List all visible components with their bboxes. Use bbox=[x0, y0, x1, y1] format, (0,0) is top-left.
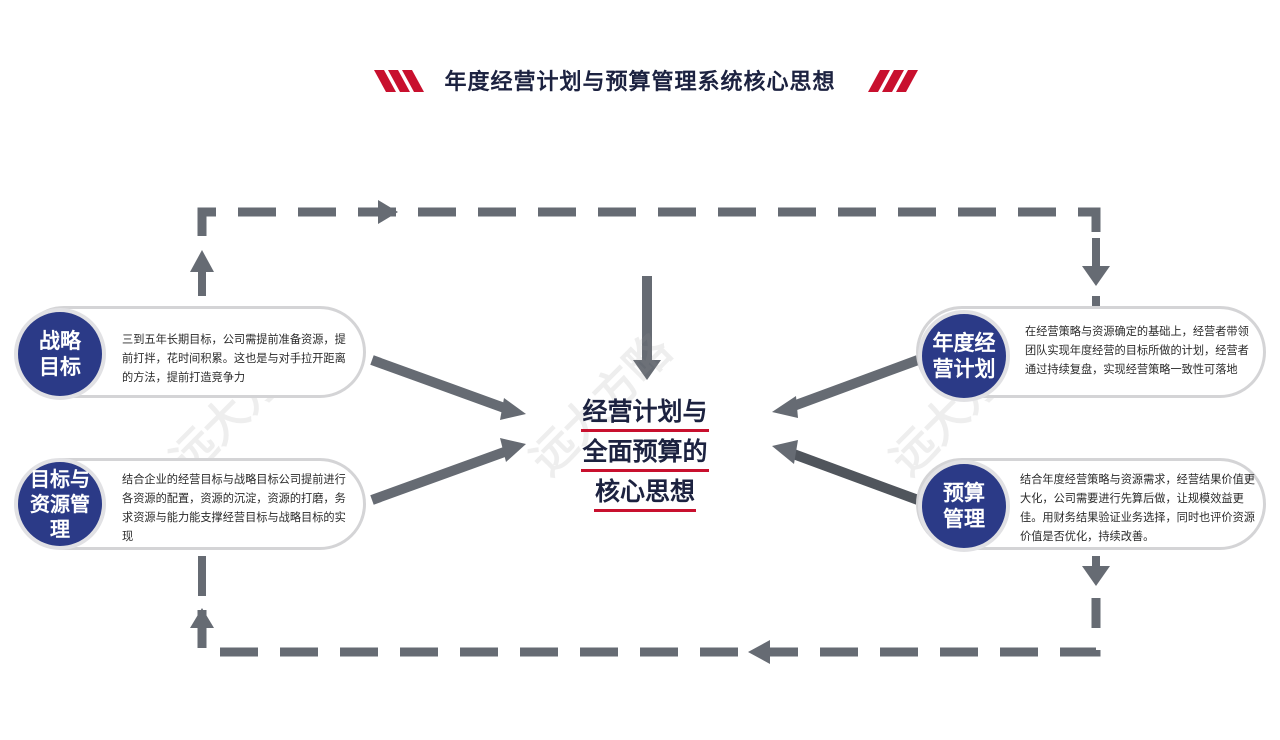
arrow-from-strategy bbox=[370, 355, 512, 415]
strategy-description: 三到五年长期目标，公司需提前准备资源，提前打拌，花时间积累。这也是与对手拉开距离… bbox=[122, 333, 346, 384]
arrow-from-annual bbox=[786, 355, 920, 413]
arrow-from-resource bbox=[370, 445, 512, 505]
loop-top-line bbox=[197, 207, 1101, 236]
arrow-from-budget bbox=[786, 447, 920, 505]
loop-arrow-right-top bbox=[378, 200, 398, 224]
budget-node: 预算 管理 bbox=[918, 460, 1010, 552]
annual-plan-node: 年度经 营计划 bbox=[918, 310, 1010, 402]
resource-node: 目标与 资源管 理 bbox=[14, 458, 106, 550]
strategy-label: 战略 目标 bbox=[39, 329, 81, 379]
center-line-3: 核心思想 bbox=[593, 475, 696, 512]
center-line-1: 经营计划与 bbox=[581, 395, 709, 432]
loop-arrow-up-left-top bbox=[190, 250, 214, 272]
title-stripes-left bbox=[374, 70, 424, 92]
page-title: 年度经营计划与预算管理系统核心思想 bbox=[444, 70, 836, 95]
center-line-2: 全面预算的 bbox=[581, 435, 709, 472]
strategy-node: 战略 目标 bbox=[14, 308, 106, 400]
loop-arrow-left-bottom bbox=[748, 640, 770, 664]
loop-arrow-up-left-bottom bbox=[190, 608, 214, 628]
loop-arrow-down-right-bottom bbox=[1082, 566, 1110, 586]
loop-arrow-down-right-top bbox=[1082, 266, 1110, 286]
resource-label: 目标与 资源管 理 bbox=[30, 466, 90, 541]
resource-description: 结合企业的经营目标与战略目标公司提前进行各资源的配置，资源的沉淀，资源的打磨，务… bbox=[122, 473, 346, 543]
budget-label: 预算 管理 bbox=[943, 481, 985, 531]
annual-plan-label: 年度经 营计划 bbox=[932, 331, 996, 381]
budget-description: 结合年度经营策略与资源需求，经营结果价值更大化，公司需要进行先算后做，让规模效益… bbox=[1020, 473, 1255, 543]
center-title: 经营计划与 全面预算的 核心思想 bbox=[560, 392, 730, 512]
title-stripes-right bbox=[868, 70, 918, 92]
loop-bottom-line bbox=[197, 598, 1101, 657]
annual-plan-description: 在经营策略与资源确定的基础上，经营者带领团队实现年度经营的目标所做的计划，经营者… bbox=[1025, 325, 1249, 376]
